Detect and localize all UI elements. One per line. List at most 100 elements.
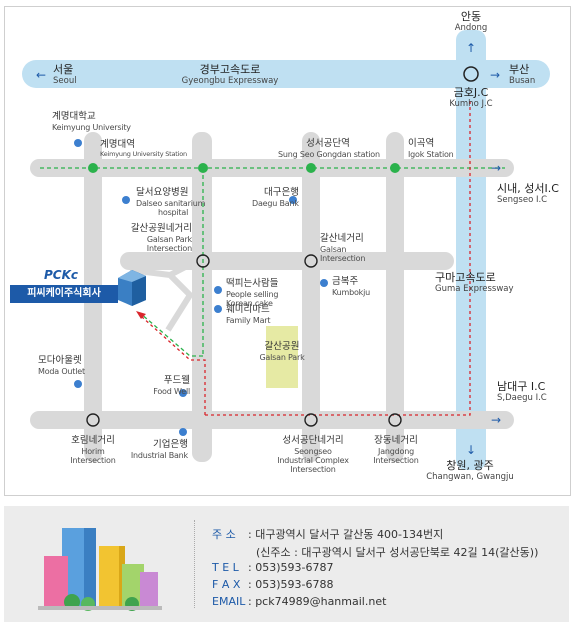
subway-to-company (139, 312, 203, 357)
marker-kumbokju (320, 279, 328, 287)
seongseo-complex-label: 성서공단네거리 (282, 435, 344, 446)
fax-value: : 053)593-6788 (248, 578, 334, 591)
korean-cake-en2: Korean cake (226, 299, 273, 309)
marker-food-well (179, 389, 187, 397)
email-value[interactable]: : pck74989@hanmail.net (248, 595, 387, 608)
int-geumho (463, 66, 479, 82)
andong-en-label: Andong (454, 22, 488, 33)
igok-station-label: 이곡역 (408, 138, 435, 149)
keimyung-univ-label: 계명대학교 (52, 111, 96, 122)
sungseo-station-label: 성서공단역 (306, 138, 350, 149)
marker-korean-cake (214, 286, 222, 294)
changwon-en-label: Changwan, Gwangju (426, 471, 514, 482)
gyeongbu-label: 경부고속도로 (199, 63, 261, 76)
horim-int-en2: Intersection (70, 456, 116, 466)
new-address-value: (신주소 : 대구광역시 달서구 성서공단북로 42길 14(갈산동)) (256, 546, 539, 559)
marker-daegu-bank (289, 196, 297, 204)
arrow-seoul-icon: ← (36, 68, 46, 82)
arrow-seongseo-icon: → (491, 161, 501, 175)
int-jangdong (388, 413, 402, 427)
guma-expressway (456, 30, 486, 470)
geumho-label: 금호J.C (453, 86, 489, 99)
tel-key: T E L (212, 561, 239, 574)
guma-en-label: Guma Expressway (435, 283, 514, 294)
side-street (129, 259, 197, 332)
road-v4 (386, 132, 404, 462)
keimyung-station-en-label: Keimyung University Station (100, 149, 187, 158)
busan-en-label: Busan (509, 75, 536, 86)
route-line-bottom (205, 100, 471, 416)
kumbokju-label: 금복주 (332, 276, 359, 287)
galsan-int-label: 갈산네거리 (320, 233, 364, 244)
int-galsan-park (196, 254, 210, 268)
seongseo-ic-label: 시내, 성서I.C (497, 182, 559, 195)
family-mart-label: 훼미리마트 (226, 304, 270, 315)
tel-value: : 053)593-6787 (248, 561, 334, 574)
arrow-busan-icon: → (490, 68, 500, 82)
keimyung-station-label: 계명대역 (100, 139, 135, 150)
seongseo-complex-en1: Seongseo (294, 446, 332, 456)
food-well-label: 푸드웰 (163, 375, 190, 386)
arrow-daegu-icon: → (491, 413, 501, 427)
road-h3 (30, 411, 514, 429)
contact-info-box: 주 소 : 대구광역시 달서구 갈산동 400-134번지 (신주소 : 대구광… (4, 506, 569, 622)
arrow-andong-icon: ↑ (466, 41, 476, 55)
marker-industrial-bank (179, 428, 187, 436)
email-key: EMAIL (212, 595, 246, 608)
galsan-park-label: 갈산공원 (264, 341, 300, 352)
moda-outlet-en-label: Moda Outlet (38, 366, 85, 376)
korean-cake-en1: People selling (226, 289, 279, 299)
jangdong-int-en1: Jangdong (378, 446, 414, 456)
station-branch (198, 163, 208, 173)
dalseo-hospital-en2: hospital (158, 208, 189, 218)
marker-moda-outlet (74, 380, 82, 388)
station-igok (390, 163, 400, 173)
map-graphic: ← → ↑ → → ↓ (22, 30, 550, 470)
road-v2 (192, 132, 212, 462)
station-sungseo (306, 163, 316, 173)
fax-key: F A X (212, 578, 241, 591)
geumho-en-label: Kumho J.C (449, 98, 493, 109)
marker-dalseo-hospital (122, 196, 130, 204)
horim-int-label: 호림네거리 (71, 435, 115, 446)
arrow-changwon-icon: ↓ (466, 443, 476, 457)
jangdong-int-en2: Intersection (373, 456, 419, 466)
galsan-int-en1: Galsan (320, 244, 347, 254)
industrial-bank-en-label: Industrial Bank (130, 450, 188, 460)
seoul-en-label: Seoul (53, 75, 77, 86)
korean-cake-label: 떡피는사람들 (226, 278, 279, 289)
daegu-bank-label: 대구은행 (264, 187, 299, 198)
galsan-park-area (266, 326, 298, 388)
family-mart-en-label: Family Mart (226, 315, 271, 325)
marker-family-mart (214, 305, 222, 313)
seongseo-ic-en-label: Sengseo I.C (497, 194, 548, 205)
galsan-park-int-en2: Intersection (146, 244, 192, 254)
igok-station-en-label: Igok Station (408, 149, 454, 159)
guma-label: 구마고속도로 (435, 271, 496, 284)
route-arrow (136, 311, 146, 319)
galsan-park-int-en1: Galsan Park (146, 234, 192, 244)
company-name: 피씨케이주식회사 (10, 285, 118, 303)
station-keimyung (88, 163, 98, 173)
company-building-icon (118, 270, 146, 306)
industrial-bank-label: 기업은행 (153, 439, 188, 450)
keimyung-univ-en-label: Keimyung University (52, 122, 131, 132)
andong-label: 안동 (460, 10, 482, 23)
info-divider (194, 520, 195, 608)
gyeongbu-en-label: Gyeongbu Expressway (181, 75, 279, 86)
galsan-int-en2: Intersection (320, 254, 366, 264)
daegu-ic-en-label: S,Daegu I.C (497, 392, 547, 403)
gyeongbu-expressway (22, 60, 550, 88)
seoul-label: 서울 (53, 63, 74, 76)
seongseo-complex-en3: Intersection (290, 465, 336, 475)
road-v3 (302, 132, 320, 462)
daegu-ic-label: 남대구 I.C (497, 380, 546, 393)
food-well-en-label: Food Well (153, 386, 190, 396)
city-buildings-icon (38, 528, 162, 611)
moda-outlet-label: 모다아울렛 (38, 355, 82, 366)
daegu-bank-en-label: Daegu Bank (252, 198, 299, 208)
int-horim (86, 413, 100, 427)
int-seongseo (304, 413, 318, 427)
horim-int-en1: Horim (81, 446, 105, 456)
kumbokju-en-label: Kumbokju (332, 287, 371, 297)
